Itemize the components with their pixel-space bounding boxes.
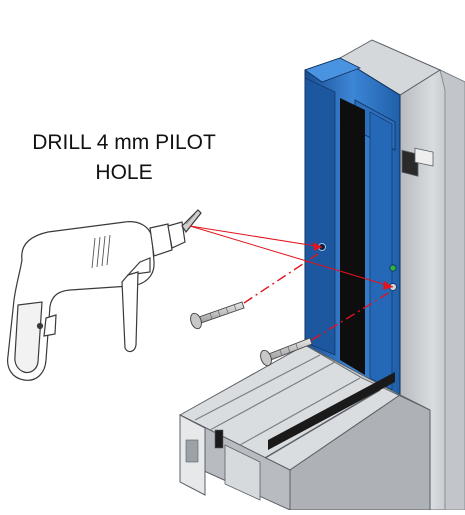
- guide-line-lower: [189, 225, 394, 288]
- screw-path-lower: [311, 291, 391, 341]
- screw-lower: [260, 337, 313, 367]
- pilot-hole-green: [389, 264, 397, 272]
- window-frame-icon: [178, 39, 465, 511]
- screw-upper: [190, 301, 245, 330]
- drill-icon: [7, 209, 202, 381]
- screw-guide-dashes: [243, 253, 391, 341]
- drill-guide-arrows: [189, 225, 394, 290]
- instruction-line-1: DRILL 4 mm PILOT: [32, 131, 216, 154]
- instruction-line-2: HOLE: [95, 161, 153, 184]
- instruction-text: DRILL 4 mm PILOT HOLE: [4, 128, 244, 188]
- screw-path-upper: [243, 253, 319, 304]
- guide-line-upper: [189, 225, 323, 248]
- screw-icon: [190, 301, 313, 367]
